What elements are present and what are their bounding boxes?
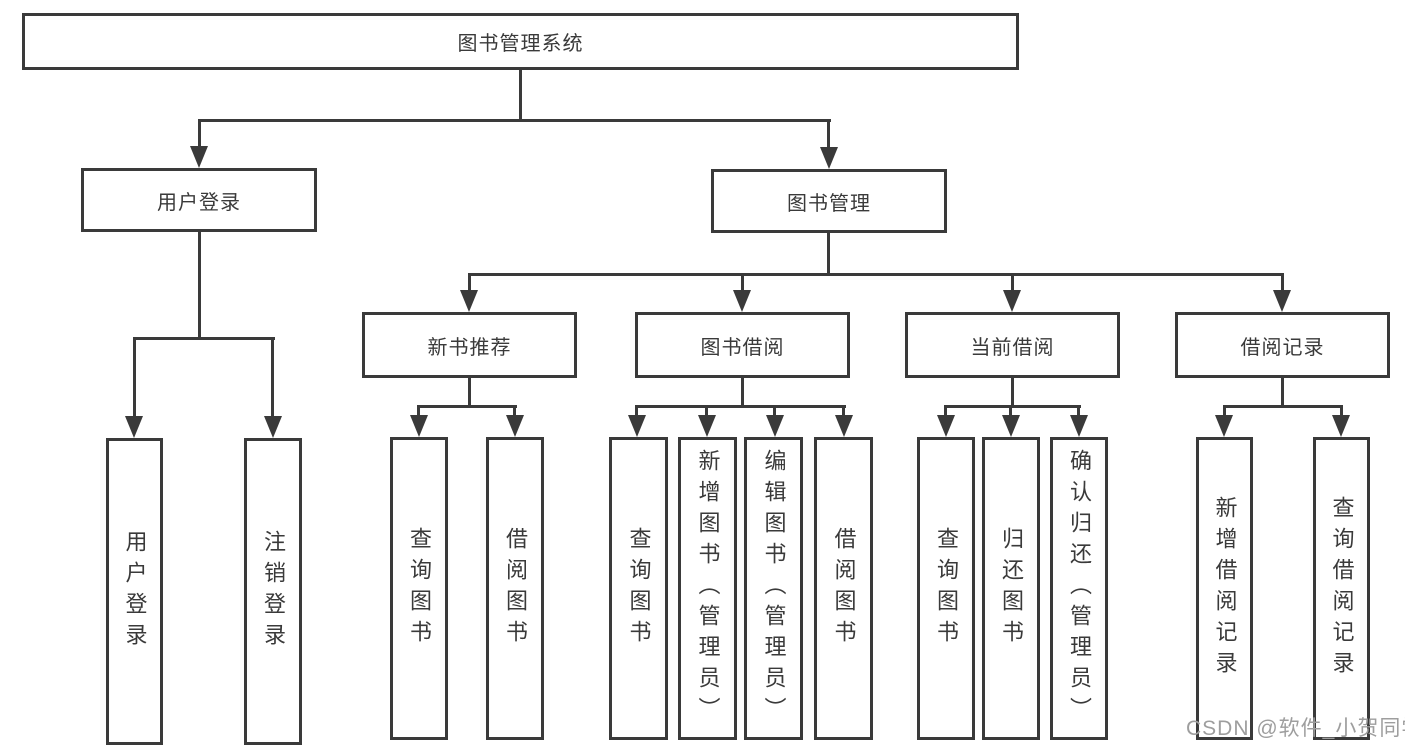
- arrowhead-down-icon: [506, 415, 524, 437]
- leaf-label: 归还图书: [999, 526, 1024, 651]
- connector-stem-leaf: [705, 405, 708, 417]
- arrowhead-down-icon: [125, 416, 143, 438]
- arrowhead-down-icon: [766, 415, 784, 437]
- leaf-add-books-admin: 新增图书（管理员）: [678, 437, 737, 740]
- connector-book-branch-drop: [827, 233, 830, 275]
- connector-stem-leaf: [1077, 405, 1080, 417]
- connector-user-branch-split: [133, 337, 275, 340]
- leaf-return-books: 归还图书: [982, 437, 1040, 740]
- leaf-label: 借阅图书: [831, 526, 857, 651]
- connector-stem-leaf: [1009, 405, 1012, 417]
- connector-group-drop: [1011, 378, 1014, 407]
- connector-stem-group: [1011, 273, 1014, 292]
- leaf-label: 新增图书（管理员）: [695, 449, 721, 728]
- leaf-query-books: 查询图书: [917, 437, 975, 740]
- connector-stem-leaf: [271, 337, 274, 416]
- arrowhead-down-icon: [937, 415, 955, 437]
- arrowhead-down-icon: [1332, 415, 1350, 437]
- arrowhead-down-icon: [1003, 290, 1021, 312]
- node-label: 借阅记录: [1240, 336, 1325, 359]
- leaf-label: 查询借阅记录: [1329, 495, 1355, 682]
- node-library-management-system: 图书管理系统: [22, 13, 1019, 70]
- connector-stem-leaf: [513, 405, 516, 417]
- node-book-management: 图书管理: [711, 169, 947, 233]
- connector-group-drop: [741, 378, 744, 407]
- arrowhead-down-icon: [1273, 290, 1291, 312]
- node-label: 图书借阅: [700, 336, 785, 359]
- node-user-login: 用户登录: [81, 168, 317, 232]
- connector-group-split: [417, 405, 517, 408]
- leaf-label: 查询图书: [626, 526, 652, 651]
- watermark: CSDN @软件_小贺同学: [1186, 717, 1405, 740]
- arrowhead-down-icon: [410, 415, 428, 437]
- leaf-logout: 注销登录: [244, 438, 302, 745]
- arrowhead-down-icon: [733, 290, 751, 312]
- node-label: 图书管理: [787, 192, 871, 215]
- connector-stem-leaf: [635, 405, 638, 417]
- node-current-borrow: 当前借阅: [905, 312, 1120, 378]
- leaf-label: 确认归还（管理员）: [1067, 449, 1092, 728]
- leaf-query-borrow-record: 查询借阅记录: [1313, 437, 1370, 740]
- arrowhead-down-icon: [1070, 415, 1088, 437]
- leaf-edit-books-admin: 编辑图书（管理员）: [744, 437, 803, 740]
- connector-stem-user-login: [198, 119, 201, 148]
- connector-stem-leaf: [842, 405, 845, 417]
- connector-book-branch-split: [468, 273, 1284, 276]
- leaf-label: 用户登录: [122, 529, 148, 654]
- arrowhead-down-icon: [264, 416, 282, 438]
- connector-stem-group: [468, 273, 471, 292]
- node-label: 图书管理系统: [457, 33, 584, 55]
- leaf-borrow-books: 借阅图书: [814, 437, 873, 740]
- connector-group-split: [635, 405, 846, 408]
- leaf-label: 注销登录: [261, 529, 286, 654]
- leaf-confirm-return-admin: 确认归还（管理员）: [1050, 437, 1108, 740]
- arrowhead-down-icon: [698, 415, 716, 437]
- connector-group-drop: [1281, 378, 1284, 407]
- connector-stem-group: [741, 273, 744, 292]
- connector-stem-leaf: [1340, 405, 1343, 417]
- node-label: 用户登录: [157, 191, 241, 214]
- connector-stem-leaf: [773, 405, 776, 417]
- leaf-add-borrow-record: 新增借阅记录: [1196, 437, 1253, 740]
- connector-group-split: [1223, 405, 1343, 408]
- connector-root-split: [198, 119, 831, 122]
- leaf-label: 新增借阅记录: [1212, 495, 1238, 682]
- arrowhead-down-icon: [460, 290, 478, 312]
- node-label: 新书推荐: [427, 336, 512, 359]
- leaf-query-books: 查询图书: [390, 437, 448, 740]
- leaf-label: 借阅图书: [503, 526, 528, 651]
- leaf-borrow-books: 借阅图书: [486, 437, 544, 740]
- arrowhead-down-icon: [628, 415, 646, 437]
- connector-stem-group: [1281, 273, 1284, 292]
- leaf-user-login: 用户登录: [106, 438, 163, 745]
- leaf-label: 查询图书: [934, 526, 959, 651]
- leaf-label: 查询图书: [407, 526, 432, 651]
- arrowhead-down-icon: [1215, 415, 1233, 437]
- connector-user-branch-drop: [198, 232, 201, 340]
- connector-root-drop: [519, 70, 522, 121]
- connector-stem-leaf: [133, 337, 136, 416]
- connector-group-split: [944, 405, 1081, 408]
- connector-group-drop: [468, 377, 471, 407]
- connector-stem-book-management: [827, 119, 830, 149]
- arrowhead-down-icon: [835, 415, 853, 437]
- connector-stem-leaf: [1223, 405, 1226, 417]
- leaf-query-books: 查询图书: [609, 437, 668, 740]
- arrowhead-down-icon: [1002, 415, 1020, 437]
- node-book-borrow: 图书借阅: [635, 312, 850, 378]
- arrowhead-down-icon: [820, 147, 838, 169]
- node-new-book-recommend: 新书推荐: [362, 312, 577, 378]
- leaf-label: 编辑图书（管理员）: [761, 449, 787, 728]
- arrowhead-down-icon: [190, 146, 208, 168]
- connector-stem-leaf: [944, 405, 947, 417]
- connector-stem-leaf: [417, 405, 420, 417]
- node-label: 当前借阅: [970, 336, 1055, 359]
- node-borrow-records: 借阅记录: [1175, 312, 1390, 378]
